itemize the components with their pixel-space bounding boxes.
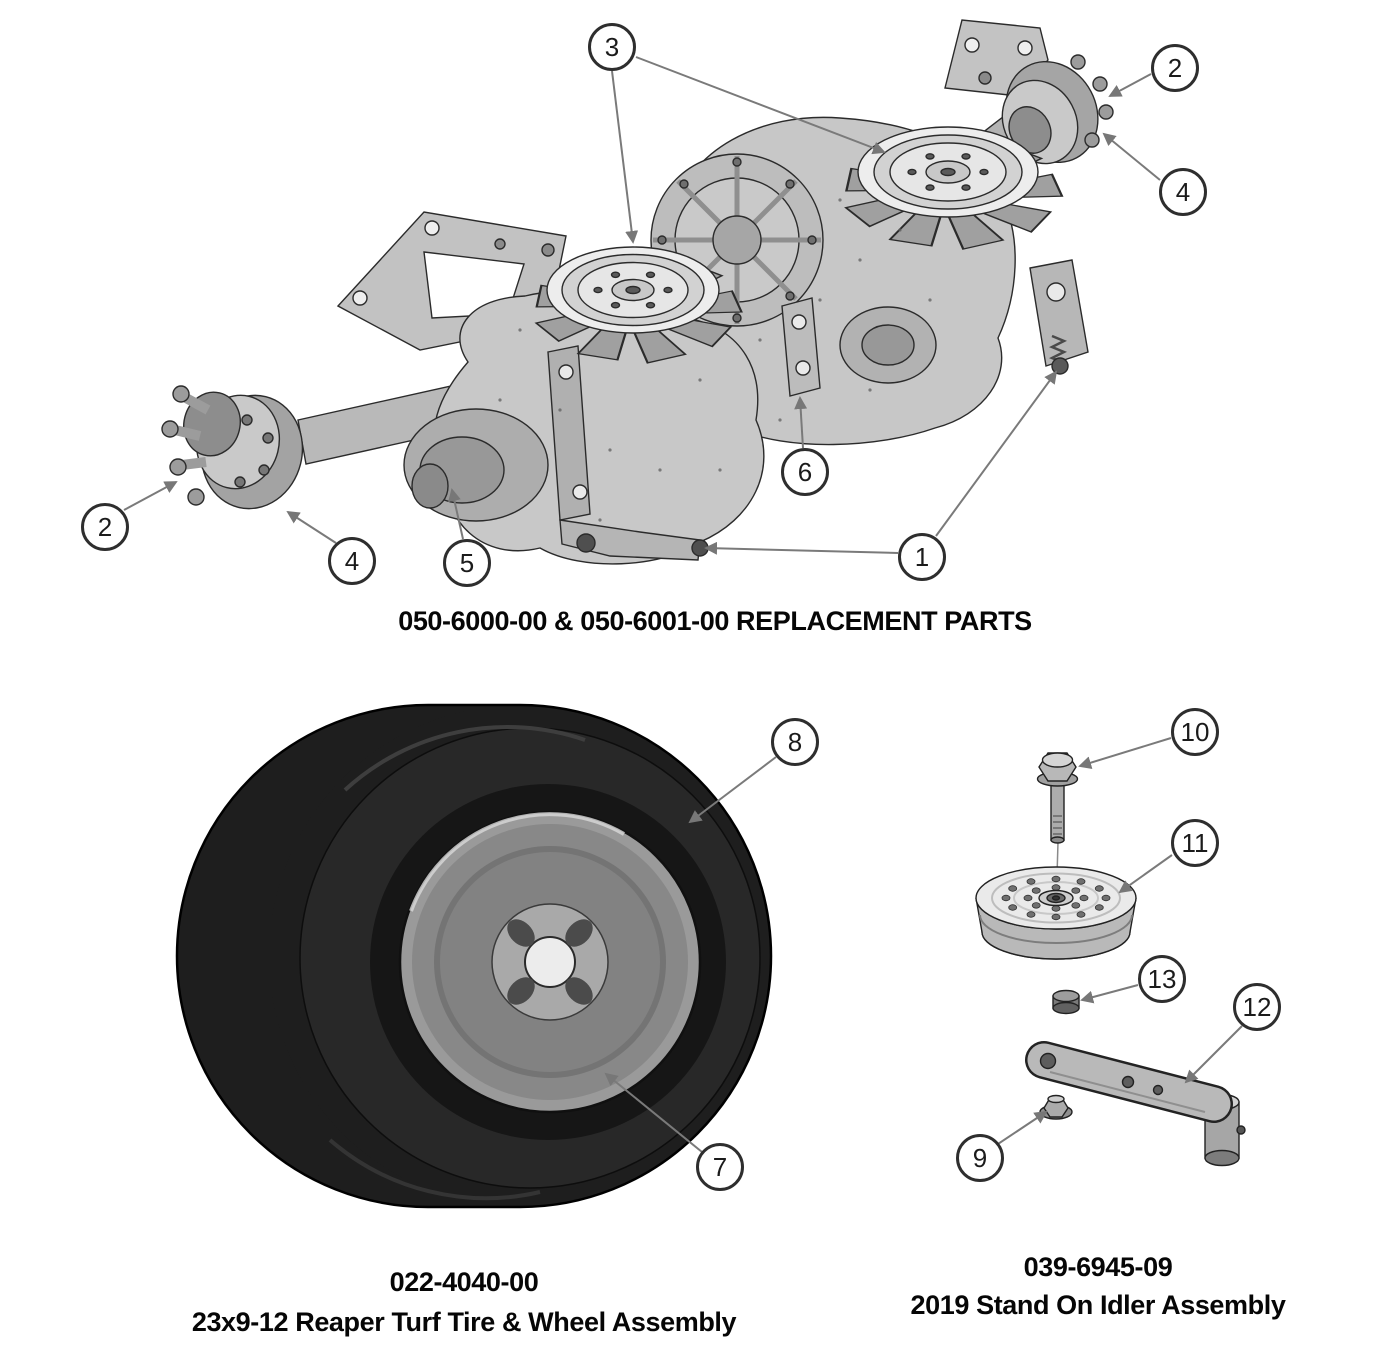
callout-1: 1: [898, 533, 946, 581]
transaxle-caption: 050-6000-00 & 050-6001-00 REPLACEMENT PA…: [315, 606, 1115, 637]
callout-4-left: 4: [328, 537, 376, 585]
callout-7: 7: [696, 1143, 744, 1191]
callout-2-left: 2: [81, 503, 129, 551]
tire-caption-text: 23x9-12 Reaper Turf Tire & Wheel Assembl…: [191, 1307, 737, 1337]
idler-part-number: 039-6945-09: [1023, 1252, 1173, 1282]
callout-9: 9: [956, 1134, 1004, 1182]
tire-caption: 022-4040-00 23x9-12 Reaper Turf Tire & W…: [164, 1262, 764, 1342]
tire-illustration: [175, 703, 773, 1209]
idler-caption-text: 2019 Stand On Idler Assembly: [910, 1290, 1286, 1320]
callout-2-top: 2: [1151, 44, 1199, 92]
callout-10: 10: [1171, 708, 1219, 756]
callout-11: 11: [1171, 819, 1219, 867]
callout-13: 13: [1138, 955, 1186, 1003]
callout-5: 5: [443, 539, 491, 587]
idler-illustration: [975, 752, 1246, 1167]
leader-lines: [123, 56, 1243, 1153]
transaxle-illustration: [161, 19, 1114, 565]
callout-8: 8: [771, 718, 819, 766]
transaxle-caption-text: 050-6000-00 & 050-6001-00 REPLACEMENT PA…: [398, 606, 1032, 636]
tire-part-number: 022-4040-00: [389, 1267, 539, 1297]
callout-12: 12: [1233, 983, 1281, 1031]
callout-4-top: 4: [1159, 168, 1207, 216]
callout-6: 6: [781, 448, 829, 496]
idler-caption: 039-6945-09 2019 Stand On Idler Assembly: [848, 1248, 1348, 1324]
callout-3: 3: [588, 23, 636, 71]
